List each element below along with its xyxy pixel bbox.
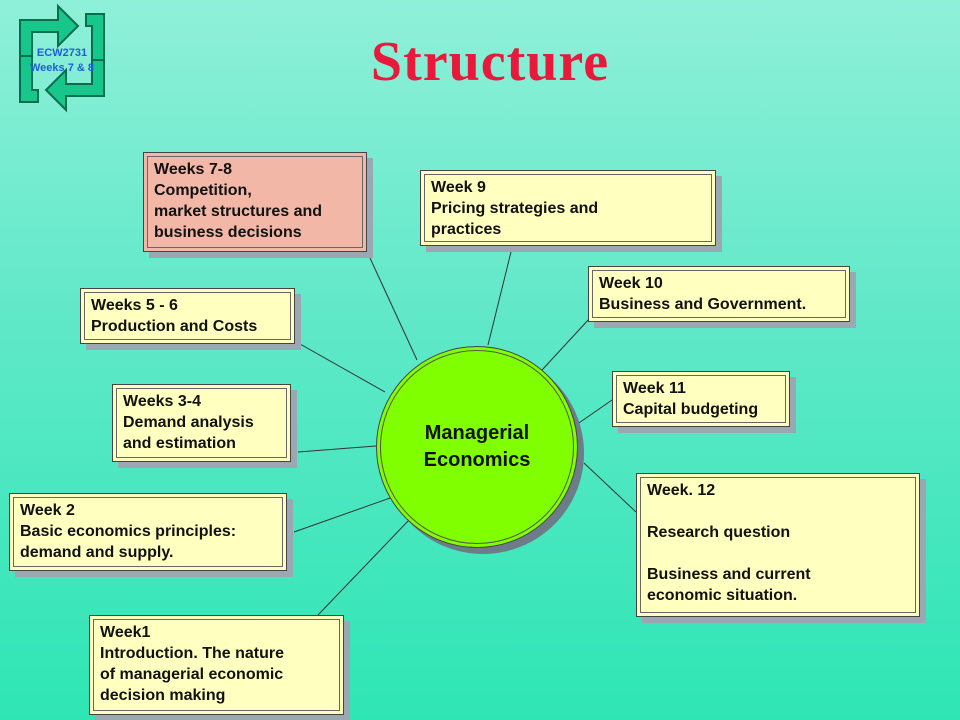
connector-weeks-5-6 (299, 343, 386, 393)
topic-line: Business and current (647, 566, 811, 583)
managerial-economics-node: Managerial Economics (376, 346, 578, 548)
topic-line: Competition, (154, 182, 252, 199)
connector-week-12 (583, 462, 637, 513)
center-label-line-1: Managerial (424, 422, 530, 444)
topic-box-week-12: Week. 12 Research question Business and … (636, 473, 920, 617)
topic-line: Basic economics principles: (20, 523, 237, 540)
center-label-line-2: Economics (423, 449, 531, 471)
course-code: ECW2731 (36, 47, 88, 59)
topic-line: practices (431, 221, 502, 238)
topic-box-week-11: Week 11 Capital budgeting (612, 371, 790, 427)
course-weeks: Weeks 7 & 8 (29, 62, 94, 74)
topic-box-week-9: Week 9 Pricing strategies and practices (420, 170, 716, 246)
topic-line: economic situation. (647, 587, 798, 604)
topic-heading: Weeks 5 - 6 (91, 297, 178, 314)
topic-line: demand and supply. (20, 544, 174, 561)
connector-week-1 (317, 518, 411, 616)
topic-line: Research question (647, 524, 791, 541)
topic-box-weeks-7-8: Weeks 7-8 Competition, market structures… (143, 152, 367, 252)
topic-box-weeks-3-4: Weeks 3-4 Demand analysis and estimation (112, 384, 291, 462)
topic-box-weeks-5-6: Weeks 5 - 6 Production and Costs (80, 288, 295, 344)
topic-heading: Weeks 3-4 (123, 393, 201, 410)
topic-line: Business and Government. (599, 296, 807, 313)
node-inner-ring (380, 350, 574, 544)
topic-line: decision making (100, 687, 226, 704)
topic-box-week-10: Week 10 Business and Government. (588, 266, 850, 322)
connector-weeks-7-8 (369, 257, 418, 361)
connector-week-11 (575, 399, 613, 426)
recycle-arrows-icon (19, 3, 105, 113)
topic-line: Capital budgeting (623, 401, 759, 418)
topic-line: Pricing strategies and (431, 200, 599, 217)
topic-heading: Week 2 (20, 502, 75, 519)
topic-heading: Week 10 (599, 275, 663, 292)
connector-weeks-3-4 (297, 445, 377, 453)
course-code-label: ECW2731 Weeks 7 & 8 (8, 46, 116, 76)
topic-line: of managerial economic (100, 666, 284, 683)
topic-line: business decisions (154, 224, 302, 241)
topic-heading: Week 9 (431, 179, 486, 196)
topic-line: Production and Costs (91, 318, 258, 335)
page-title: Structure (370, 31, 610, 93)
topic-box-week-1: Week1 Introduction. The nature of manage… (89, 615, 344, 715)
topic-line: Demand analysis (123, 414, 254, 431)
topic-line (647, 501, 909, 522)
topic-heading: Week 11 (623, 380, 686, 397)
topic-line (647, 543, 909, 564)
topic-line: market structures and (154, 203, 323, 220)
topic-line: Introduction. The nature (100, 645, 284, 662)
connector-week-9 (487, 251, 512, 346)
topic-line: and estimation (123, 435, 236, 452)
topic-heading: Weeks 7-8 (154, 161, 232, 178)
connector-week-2 (293, 496, 394, 533)
topic-box-week-2: Week 2 Basic economics principles: deman… (9, 493, 287, 571)
topic-heading: Week1 (100, 624, 151, 641)
connector-week-10 (541, 317, 591, 371)
topic-heading: Week. 12 (647, 482, 716, 499)
